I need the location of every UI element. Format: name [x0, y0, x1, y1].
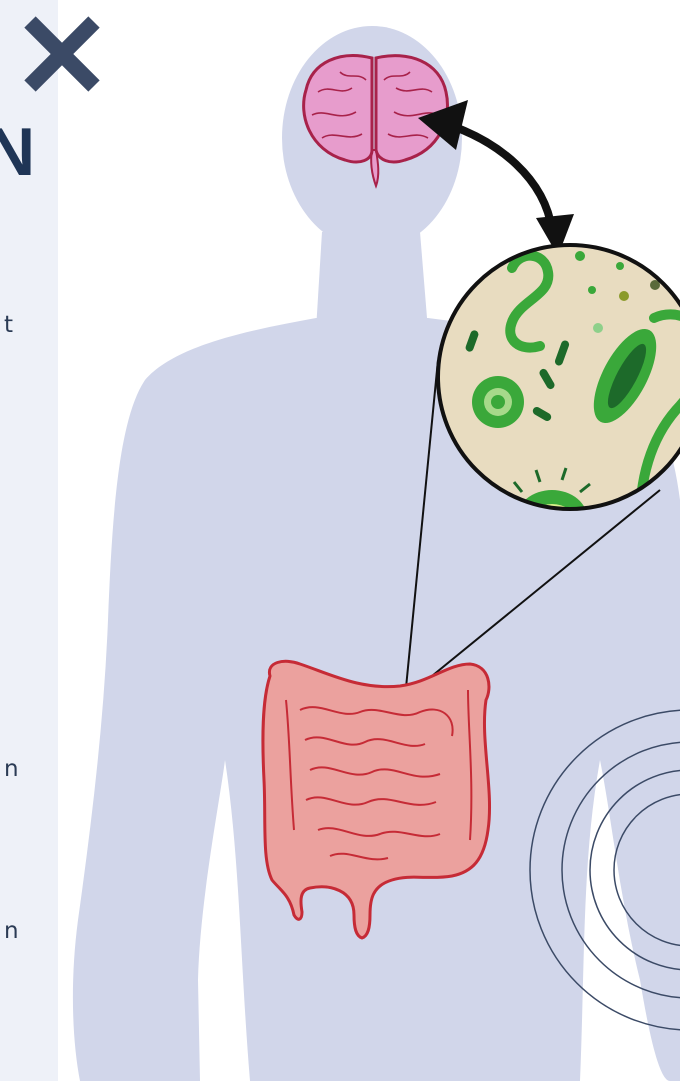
close-button[interactable]	[14, 6, 110, 102]
close-icon	[14, 6, 110, 102]
